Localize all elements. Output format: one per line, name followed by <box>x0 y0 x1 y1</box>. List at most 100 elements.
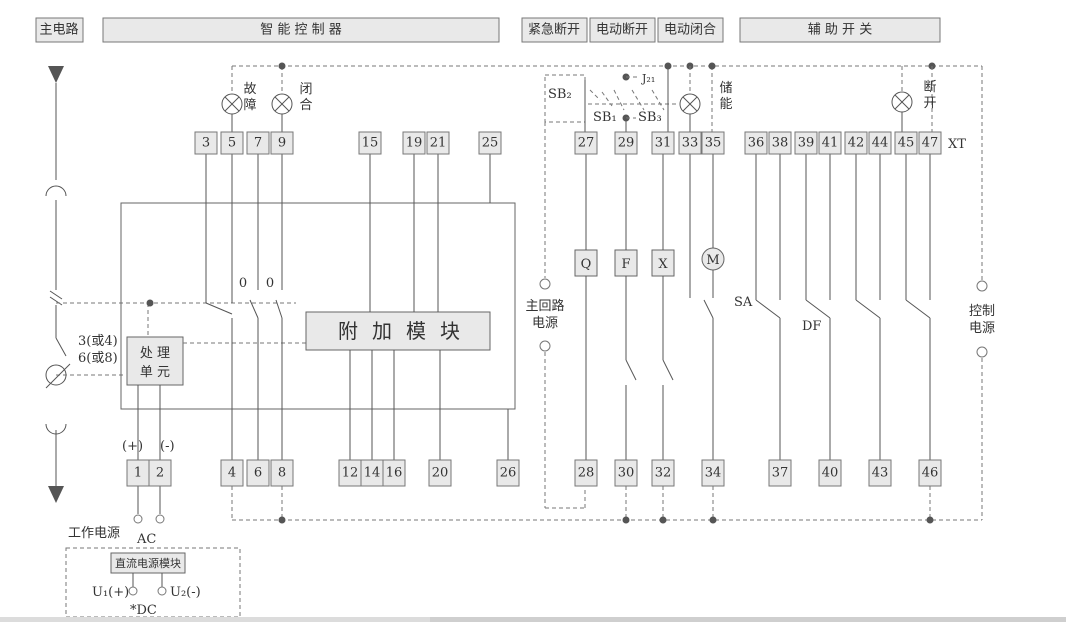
svg-text:27: 27 <box>578 136 595 151</box>
svg-text:辅 助 开 关: 辅 助 开 关 <box>808 23 872 38</box>
terminal-bottom-14: 14 <box>360 459 384 487</box>
additional-module: 附加模块 <box>305 311 491 351</box>
terminal-top-39: 39 <box>794 131 818 155</box>
header-electric-close: 电动闭合 <box>657 17 724 43</box>
fault-lamp-label-2: 障 <box>243 98 256 113</box>
xt-label: XT <box>948 137 966 152</box>
open-lamp-label-2: 开 <box>923 96 936 111</box>
terminal-bottom-12: 12 <box>338 459 362 487</box>
terminal-top-3: 3 <box>194 131 218 155</box>
control-power-label-2: 电源 <box>969 321 995 336</box>
terminal-top-25: 25 <box>478 131 502 155</box>
svg-text:处 理: 处 理 <box>140 346 170 361</box>
main-circuit-line <box>45 66 67 503</box>
header-controller: 智 能 控 制 器 <box>102 17 500 43</box>
main-loop-power-label-1: 主回路 <box>525 298 564 314</box>
svg-text:35: 35 <box>705 136 722 151</box>
terminal-top-35: 35 <box>701 131 725 155</box>
svg-text:SB₂: SB₂ <box>548 87 572 102</box>
coil-q: Q <box>574 249 598 277</box>
svg-text:32: 32 <box>655 466 672 481</box>
svg-text:42: 42 <box>848 136 865 151</box>
header-electric-open: 电动断开 <box>589 17 656 43</box>
svg-text:9: 9 <box>278 136 286 151</box>
fault-lamp <box>221 93 243 115</box>
controller-box <box>120 202 516 410</box>
svg-text:21: 21 <box>430 136 447 151</box>
svg-text:47: 47 <box>922 136 939 151</box>
svg-text:20: 20 <box>432 466 449 481</box>
terminal-bottom-32: 32 <box>651 459 675 487</box>
svg-text:Q: Q <box>581 257 592 272</box>
svg-text:5: 5 <box>228 136 236 151</box>
header-main-circuit: 主电路 <box>35 17 84 43</box>
dc-label: *DC <box>130 603 157 617</box>
terminal-top-38: 38 <box>768 131 792 155</box>
close-lamp-label-1: 闭 <box>299 82 312 97</box>
svg-text:8: 8 <box>278 466 286 481</box>
sensor-label-1: 3(或4) <box>78 334 118 349</box>
svg-text:SB₁: SB₁ <box>593 110 617 125</box>
terminal-bottom-1: 1 <box>126 459 150 487</box>
minus-label: (-) <box>160 439 175 454</box>
main-loop-power-label-2: 电源 <box>532 316 558 331</box>
svg-text:28: 28 <box>578 466 595 481</box>
sensor-label-2: 6(或8) <box>78 351 118 366</box>
svg-text:电动闭合: 电动闭合 <box>664 23 716 38</box>
svg-text:40: 40 <box>822 466 839 481</box>
control-power-label-1: 控制 <box>969 304 995 319</box>
svg-text:34: 34 <box>705 466 722 481</box>
contact-zero-b: 0 <box>266 276 274 291</box>
open-lamp-label-1: 断 <box>923 80 936 95</box>
terminal-bottom-2: 2 <box>148 459 172 487</box>
terminal-top-19: 19 <box>402 131 426 155</box>
controller-contacts <box>205 154 283 460</box>
svg-text:14: 14 <box>364 466 381 481</box>
u2-label: U₂(-) <box>170 585 201 600</box>
terminal-bottom-30: 30 <box>614 459 638 487</box>
svg-text:29: 29 <box>618 136 635 151</box>
header-aux-switch: 辅 助 开 关 <box>739 17 941 43</box>
svg-text:SB₃: SB₃ <box>638 110 662 125</box>
svg-text:3: 3 <box>202 136 210 151</box>
df-label: DF <box>802 319 821 334</box>
svg-text:电动断开: 电动断开 <box>596 23 648 38</box>
scrollbar-thumb[interactable] <box>430 617 1066 622</box>
svg-text:39: 39 <box>798 136 815 151</box>
svg-text:1: 1 <box>134 466 142 481</box>
svg-text:2: 2 <box>156 466 164 481</box>
terminal-top-7: 7 <box>246 131 270 155</box>
terminal-top-45: 45 <box>894 131 918 155</box>
terminal-top-5: 5 <box>220 131 244 155</box>
terminal-bottom-8: 8 <box>270 459 294 487</box>
coil-f: F <box>614 249 638 277</box>
svg-text:12: 12 <box>342 466 359 481</box>
svg-text:38: 38 <box>772 136 789 151</box>
horizontal-scrollbar[interactable] <box>0 617 1066 622</box>
open-lamp <box>891 91 913 113</box>
terminal-bottom-34: 34 <box>701 459 725 487</box>
svg-text:19: 19 <box>406 136 423 151</box>
button-area: SB₂ SB₁ SB₃ J₂₁ <box>544 62 694 132</box>
sa-label: SA <box>734 295 753 310</box>
work-power-label: 工作电源 <box>68 526 120 541</box>
svg-text:直流电源模块: 直流电源模块 <box>115 556 181 570</box>
coil-x: X <box>651 249 675 277</box>
svg-text:37: 37 <box>772 466 789 481</box>
svg-text:紧急断开: 紧急断开 <box>528 23 580 38</box>
close-lamp-label-2: 合 <box>299 98 312 113</box>
u1-label: U₁(+) <box>92 585 129 600</box>
terminal-bottom-40: 40 <box>818 459 842 487</box>
dc-power-module: 直流电源模块 <box>110 552 186 574</box>
svg-text:30: 30 <box>618 466 635 481</box>
storage-lamp-label-2: 能 <box>719 97 732 112</box>
header-emergency-open: 紧急断开 <box>521 17 588 43</box>
ac-label: AC <box>136 532 156 547</box>
storage-lamp-label-1: 储 <box>719 81 732 96</box>
terminal-bottom-16: 16 <box>382 459 406 487</box>
svg-text:36: 36 <box>748 136 765 151</box>
terminal-top-29: 29 <box>614 131 638 155</box>
svg-text:15: 15 <box>362 136 379 151</box>
